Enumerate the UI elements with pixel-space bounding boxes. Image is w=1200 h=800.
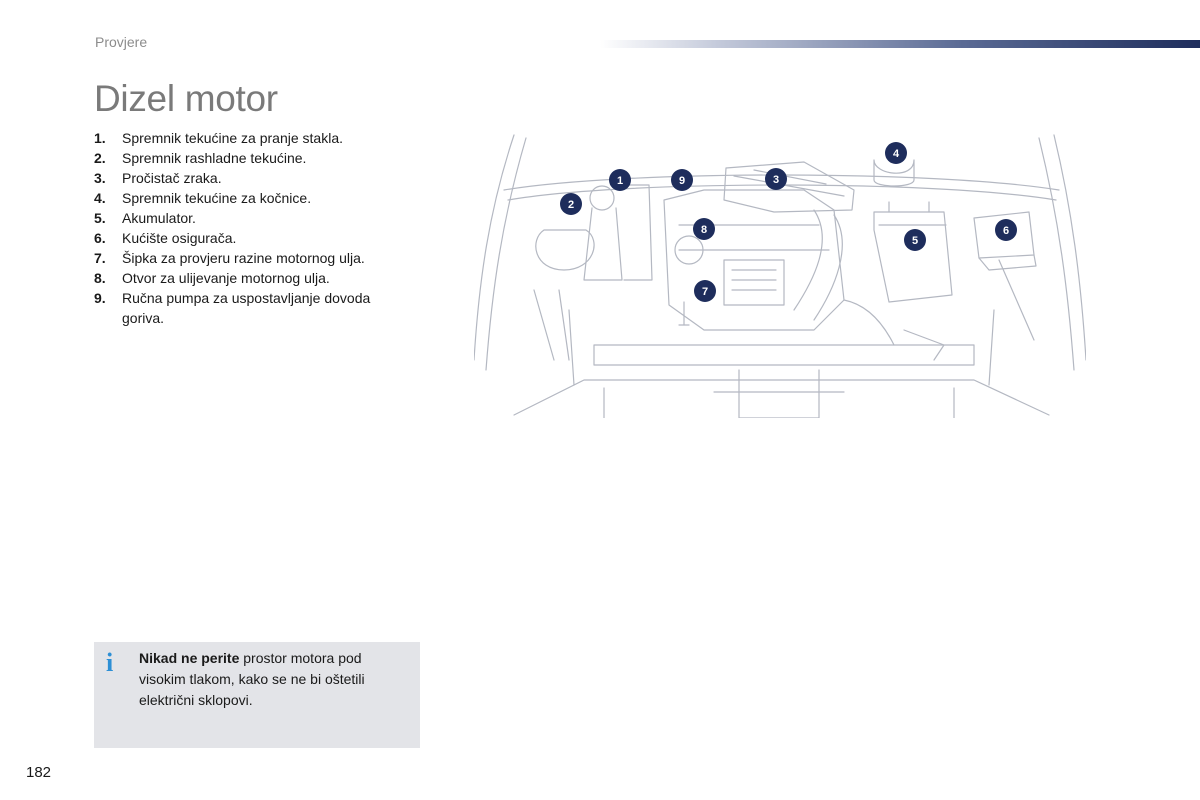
list-item: 4. Spremnik tekućine za kočnice. <box>94 188 414 208</box>
list-item-label: Ručna pumpa za uspostavljanje dovoda gor… <box>122 290 371 326</box>
callout-badges: 1 2 3 4 5 6 7 8 <box>560 142 1017 302</box>
list-item-number: 6. <box>94 230 106 246</box>
list-item: 8. Otvor za ulijevanje motornog ulja. <box>94 268 414 288</box>
list-item: 5. Akumulator. <box>94 208 414 228</box>
list-item: 9. Ručna pumpa za uspostavljanje dovoda g… <box>94 288 414 328</box>
svg-text:6: 6 <box>1003 225 1009 237</box>
component-list: 1. Spremnik tekućine za pranje stakla. 2.… <box>94 128 414 328</box>
callout-badge-5: 5 <box>904 229 926 251</box>
svg-text:5: 5 <box>912 235 918 247</box>
list-item-label: Spremnik tekućine za pranje stakla. <box>122 130 343 146</box>
callout-badge-3: 3 <box>765 168 787 190</box>
list-item-label: Spremnik tekućine za kočnice. <box>122 190 312 206</box>
list-item-label: Akumulator. <box>122 210 196 226</box>
callout-badge-7: 7 <box>694 280 716 302</box>
svg-text:7: 7 <box>702 286 708 298</box>
callout-badge-9: 9 <box>671 169 693 191</box>
svg-text:2: 2 <box>568 199 574 211</box>
svg-text:3: 3 <box>773 174 779 186</box>
header-gradient-bar <box>600 40 1200 48</box>
list-item: 2. Spremnik rashladne tekućine. <box>94 148 414 168</box>
svg-text:1: 1 <box>617 175 623 187</box>
info-note-bold: Nikad ne perite <box>139 650 240 666</box>
info-icon: i <box>106 648 114 677</box>
list-item: 6. Kućište osigurača. <box>94 228 414 248</box>
list-item-number: 4. <box>94 190 106 206</box>
list-item-number: 3. <box>94 170 106 186</box>
list-item-number: 9. <box>94 290 106 306</box>
svg-text:8: 8 <box>701 224 707 236</box>
list-item: 7. Šipka za provjeru razine motornog ulja… <box>94 248 414 268</box>
list-item-number: 2. <box>94 150 106 166</box>
callout-badge-8: 8 <box>693 218 715 240</box>
list-item-label: Pročistač zraka. <box>122 170 222 186</box>
callout-badge-4: 4 <box>885 142 907 164</box>
list-item-number: 8. <box>94 270 106 286</box>
section-label: Provjere <box>95 34 148 50</box>
svg-text:4: 4 <box>893 148 900 160</box>
list-item-label: Šipka za provjeru razine motornog ulja. <box>122 250 365 266</box>
info-note-body: prostor motora pod visokim tlakom, kako … <box>139 650 365 708</box>
list-item: 1. Spremnik tekućine za pranje stakla. <box>94 128 414 148</box>
list-item-number: 1. <box>94 130 106 146</box>
info-note-text: Nikad ne perite prostor motora pod visok… <box>139 648 407 711</box>
page-number: 182 <box>26 764 52 781</box>
list-item-number: 5. <box>94 210 106 226</box>
callout-badge-1: 1 <box>609 169 631 191</box>
svg-text:9: 9 <box>679 175 685 187</box>
page-title: Dizel motor <box>94 78 278 119</box>
list-item-label: Spremnik rashladne tekućine. <box>122 150 307 166</box>
callout-badge-2: 2 <box>560 193 582 215</box>
list-item: 3. Pročistač zraka. <box>94 168 414 188</box>
info-note: i Nikad ne perite prostor motora pod vis… <box>94 642 420 748</box>
list-item-number: 7. <box>94 250 106 266</box>
list-item-label: Otvor za ulijevanje motornog ulja. <box>122 270 330 286</box>
callout-badge-6: 6 <box>995 219 1017 241</box>
list-item-label: Kućište osigurača. <box>122 230 237 246</box>
engine-bay-diagram: 1 2 3 4 5 6 7 8 <box>474 134 1086 418</box>
